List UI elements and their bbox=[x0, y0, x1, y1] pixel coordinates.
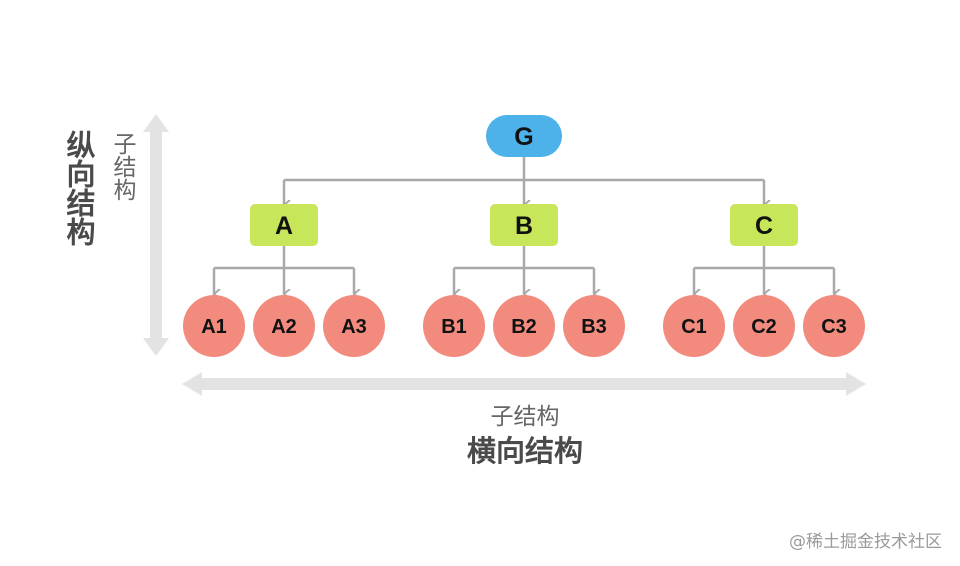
group-node-a-label: A bbox=[275, 212, 293, 240]
group-node-c-label: C bbox=[755, 212, 773, 240]
child-node-c1 bbox=[663, 295, 725, 357]
child-node-a2 bbox=[253, 295, 315, 357]
horizontal-axis-arrow bbox=[182, 372, 866, 396]
vertical-axis-arrow bbox=[143, 114, 169, 356]
child-node-b2-label: B2 bbox=[511, 316, 537, 338]
child-node-c2-label: C2 bbox=[751, 316, 777, 338]
child-node-a3-label: A3 bbox=[341, 316, 367, 338]
connector-lines bbox=[214, 155, 834, 294]
child-node-c3 bbox=[803, 295, 865, 357]
horizontal-axis-title: 横向结构 bbox=[466, 434, 583, 468]
child-node-c3-label: C3 bbox=[821, 316, 847, 338]
tree-nodes: G A A1 A2 A3 B B1 B2 B3 C C1 C2 C3 bbox=[183, 115, 865, 357]
root-node-label: G bbox=[514, 123, 533, 151]
child-node-a3 bbox=[323, 295, 385, 357]
child-node-b3 bbox=[563, 295, 625, 357]
child-node-b2 bbox=[493, 295, 555, 357]
child-node-a1 bbox=[183, 295, 245, 357]
child-node-c2 bbox=[733, 295, 795, 357]
watermark: @稀土掘金技术社区 bbox=[789, 532, 942, 552]
child-node-a1-label: A1 bbox=[201, 316, 227, 338]
horizontal-axis-subtitle: 子结构 bbox=[490, 404, 560, 430]
child-node-c1-label: C1 bbox=[681, 316, 707, 338]
child-node-b3-label: B3 bbox=[581, 316, 607, 338]
group-node-b-label: B bbox=[515, 212, 533, 240]
child-node-b1-label: B1 bbox=[441, 316, 467, 338]
child-node-a2-label: A2 bbox=[271, 316, 297, 338]
group-node-b bbox=[490, 204, 558, 246]
vertical-axis-title: 纵向结构 bbox=[62, 130, 96, 246]
child-node-b1 bbox=[423, 295, 485, 357]
group-node-c bbox=[730, 204, 798, 246]
vertical-axis-subtitle: 子结构 bbox=[109, 132, 135, 201]
root-node bbox=[486, 115, 562, 157]
group-node-a bbox=[250, 204, 318, 246]
